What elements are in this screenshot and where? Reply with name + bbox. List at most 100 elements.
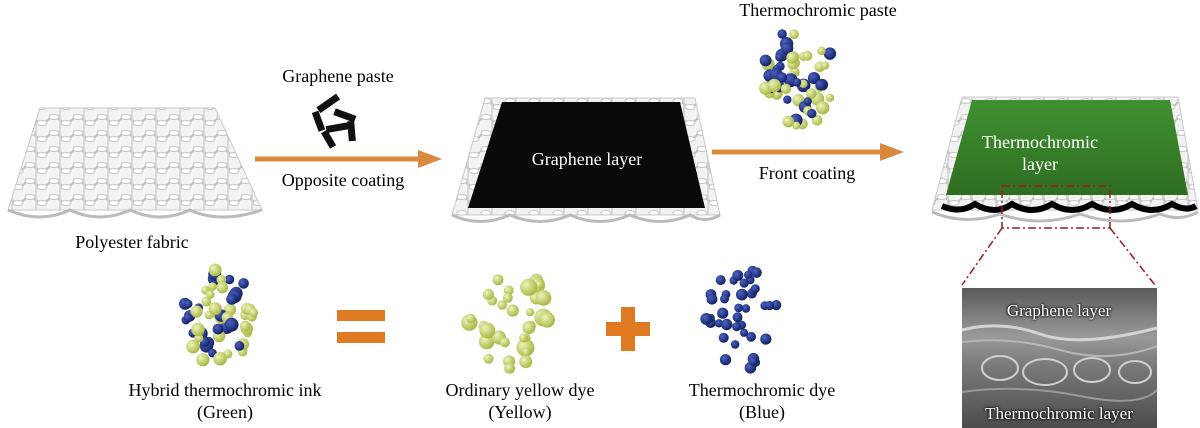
ink-particle: [815, 79, 827, 91]
blue-particle: [750, 284, 760, 294]
ink-particle: [201, 296, 212, 307]
yellow-particle: [525, 308, 535, 317]
polyester-fabric-illustration: [7, 107, 263, 219]
ink-particle: [811, 115, 823, 126]
blue-particle: [741, 304, 751, 313]
blue-particle: [718, 332, 729, 343]
yellow-particle: [503, 285, 514, 296]
ink-particle: [212, 323, 224, 335]
yellow-particle: [479, 322, 496, 339]
ink-particle: [234, 341, 245, 351]
label-sem-graphene-layer: Graphene layer: [1006, 301, 1112, 320]
yellow-particle: [497, 300, 507, 310]
ink-particle: [767, 78, 781, 93]
thermochromic-coated-fabric-illustration: [931, 96, 1199, 223]
yellow-particle: [483, 353, 494, 364]
ink-particle: [792, 78, 802, 87]
label-graphene-layer: Graphene layer: [531, 149, 643, 169]
yellow-dye-cluster: [461, 273, 555, 374]
ink-particle: [184, 299, 193, 309]
blue-particle: [734, 303, 743, 313]
label-yellow-dye: Ordinary yellow dye: [445, 380, 595, 400]
ink-particle: [780, 83, 792, 95]
yellow-particle: [522, 321, 536, 334]
label-thermochromic-layer-line2: layer: [1022, 154, 1058, 174]
ink-particle: [807, 108, 817, 119]
blue-particle: [706, 293, 718, 305]
ink-particle: [825, 93, 835, 102]
ink-particle: [191, 322, 205, 337]
blue-particle: [717, 307, 729, 319]
graphene-flakes-icon: [311, 93, 357, 149]
label-yellow-dye-color: (Yellow): [488, 402, 552, 422]
ink-particle: [802, 50, 813, 61]
front-coating-arrow: [712, 143, 904, 161]
label-thermochromic-dye-color: (Blue): [739, 402, 785, 422]
blue-particle: [739, 328, 749, 337]
yellow-particle: [466, 313, 476, 324]
blue-particle: [730, 340, 740, 349]
label-hybrid-ink: Hybrid thermochromic ink: [128, 380, 322, 400]
ink-particle: [805, 88, 817, 99]
blue-particle: [720, 294, 729, 304]
blue-particle: [771, 300, 782, 311]
ink-particle: [238, 278, 249, 289]
graphene-coated-fabric-illustration: [451, 97, 721, 223]
ink-particle: [803, 97, 812, 106]
blue-particle: [719, 354, 732, 366]
ink-particle: [186, 339, 200, 354]
label-polyester-fabric: Polyester fabric: [75, 232, 189, 252]
ink-particle: [226, 293, 238, 305]
label-graphene-paste: Graphene paste: [282, 66, 394, 86]
blue-particle: [751, 267, 762, 278]
label-hybrid-ink-color: (Green): [197, 402, 253, 422]
blue-particle: [739, 278, 749, 288]
opposite-coating-arrow: [255, 150, 442, 168]
yellow-particle: [519, 355, 533, 369]
ink-particle: [789, 29, 799, 40]
ink-particle: [196, 353, 210, 367]
ink-particle: [759, 54, 772, 67]
ink-particle: [777, 29, 787, 39]
yellow-particle: [499, 337, 510, 348]
yellow-particle: [478, 333, 495, 350]
ink-particle: [183, 313, 193, 323]
yellow-particle: [519, 333, 529, 343]
yellow-particle: [482, 288, 494, 300]
ink-particle: [216, 281, 229, 294]
yellow-particle: [506, 304, 519, 317]
ink-particle: [792, 121, 801, 130]
blue-particle: [764, 300, 775, 311]
ink-particle: [208, 282, 217, 291]
label-thermochromic-paste: Thermochromic paste: [739, 0, 897, 20]
ink-particle: [208, 302, 222, 316]
ink-particle: [780, 42, 794, 55]
ink-particle: [816, 101, 830, 115]
ink-particle: [213, 351, 227, 366]
blue-particle: [748, 356, 758, 366]
ink-particle: [823, 47, 837, 60]
blue-particle: [732, 312, 743, 323]
label-thermochromic-layer-line1: Thermochromic: [982, 132, 1098, 152]
ink-particle: [190, 305, 203, 318]
sem-cross-section-image: [961, 288, 1158, 428]
yellow-particle: [520, 278, 538, 296]
ink-particle: [799, 79, 808, 89]
ink-particle: [817, 46, 826, 56]
yellow-particle: [535, 280, 544, 289]
ink-particle: [224, 317, 239, 332]
ink-particle: [783, 95, 792, 104]
ink-particle: [820, 61, 830, 70]
ink-particle: [224, 274, 235, 285]
label-thermochromic-dye: Thermochromic dye: [688, 380, 836, 400]
zoom-indicator: [961, 185, 1156, 286]
hybrid-ink-cluster: [179, 263, 259, 367]
ink-particle: [206, 290, 215, 299]
blue-particle: [700, 313, 713, 325]
yellow-particle: [492, 274, 504, 286]
thermochromic-paste-cluster: [759, 29, 837, 130]
blue-particle: [732, 270, 744, 281]
label-opposite-coating: Opposite coating: [281, 170, 405, 190]
